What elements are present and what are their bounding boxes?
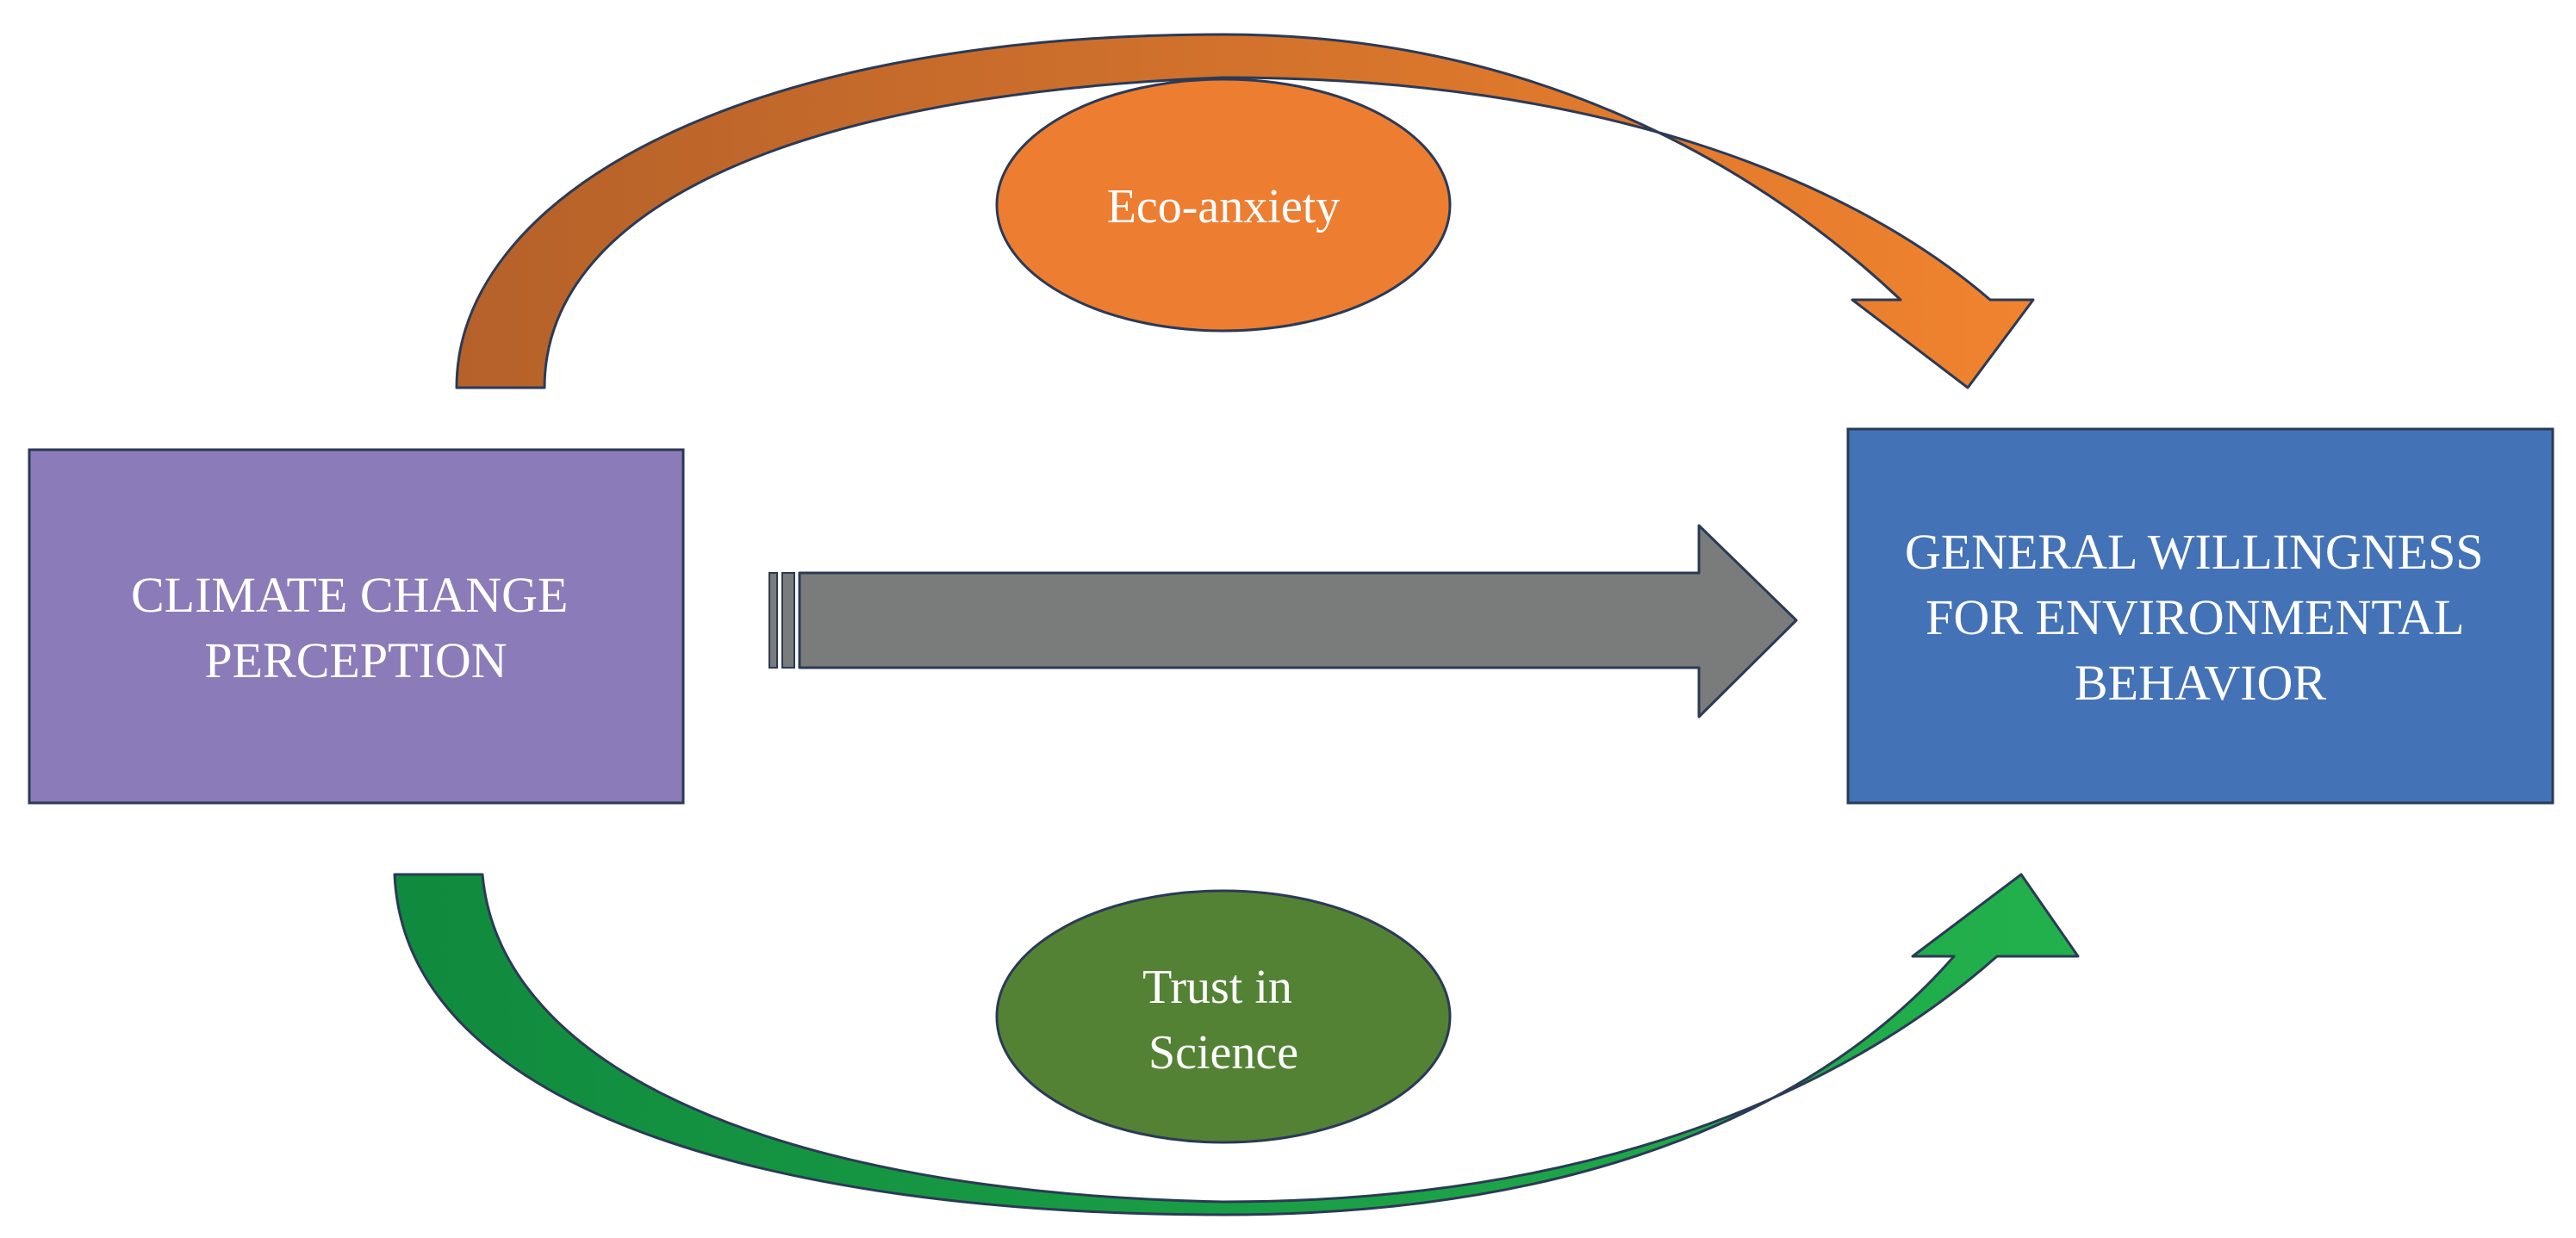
source-label-line-1: CLIMATE CHANGE — [131, 567, 568, 623]
eco-anxiety-label: Eco-anxiety — [1107, 180, 1341, 233]
climate-change-perception-box — [28, 448, 685, 805]
source-label-line-2: PERCEPTION — [204, 632, 507, 688]
eco-anxiety-node: Eco-anxiety — [995, 78, 1452, 333]
source-node: CLIMATE CHANGE PERCEPTION — [28, 448, 685, 805]
outcome-label: GENERAL WILLINGNESS FOR ENVIRONMENTAL BE… — [1905, 524, 2496, 711]
direct-arrow-stripe — [768, 572, 778, 669]
eco-anxiety-label-line-1: Eco-anxiety — [1107, 180, 1341, 233]
trust-in-science-label-line-2: Science — [1148, 1026, 1298, 1079]
bottom-curved-arrow — [393, 873, 2080, 1216]
outcome-label-line-2: FOR ENVIRONMENTAL — [1926, 589, 2462, 645]
outcome-node: GENERAL WILLINGNESS FOR ENVIRONMENTAL BE… — [1846, 427, 2554, 805]
trust-in-science-label: Trust in Science — [1142, 961, 1304, 1079]
outcome-label-line-3: BEHAVIOR — [2075, 655, 2326, 711]
trust-in-science-node: Trust in Science — [995, 889, 1452, 1144]
direct-arrow-stripe — [781, 572, 795, 669]
direct-arrow — [768, 524, 1798, 719]
outcome-label-line-1: GENERAL WILLINGNESS — [1905, 524, 2484, 580]
general-willingness-box — [1846, 427, 2554, 805]
source-label: CLIMATE CHANGE PERCEPTION — [131, 567, 581, 688]
top-curved-arrow — [455, 33, 2035, 389]
eco-anxiety-oval — [995, 78, 1452, 333]
direct-arrow-body — [798, 524, 1798, 719]
trust-in-science-oval — [995, 889, 1452, 1144]
trust-in-science-label-line-1: Trust in — [1142, 961, 1292, 1014]
